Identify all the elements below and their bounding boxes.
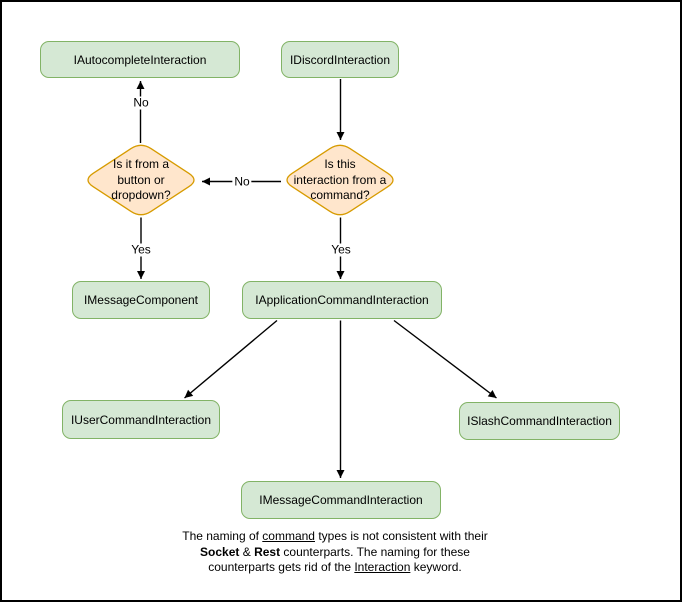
node-message-component: IMessageComponent (72, 281, 210, 319)
footer-line-3: counterparts gets rid of the Interaction… (0, 560, 670, 576)
edge-label-yes-right: Yes (329, 242, 353, 257)
footer-text: counterparts gets rid of the (208, 560, 355, 574)
footer-line-2: Socket & Rest counterparts. The naming f… (0, 545, 670, 561)
footer-bold-word: Socket (200, 544, 240, 559)
node-label: IUserCommandInteraction (70, 412, 212, 427)
decision-button-dropdown-shape (87, 144, 195, 216)
footer-text: The naming of (182, 529, 263, 543)
footer-underlined-word: command (262, 529, 315, 543)
node-autocomplete-interaction: IAutocompleteInteraction (40, 41, 240, 78)
node-label: IDiscordInteraction (289, 52, 391, 67)
footer-note: The naming of command types is not consi… (0, 529, 670, 576)
decision-button-dropdown-label: Is it from a button or dropdown? (86, 157, 196, 204)
footer-text: & (239, 544, 255, 559)
decision-line: interaction from a (293, 172, 387, 187)
node-user-command-interaction: IUserCommandInteraction (62, 400, 220, 439)
edge-label-no-mid: No (232, 174, 252, 189)
decision-line: command? (310, 188, 370, 202)
node-label: IAutocompleteInteraction (73, 52, 207, 67)
decision-line: Is it from a (112, 157, 169, 171)
node-label: IMessageComponent (83, 293, 199, 307)
footer-bold-word: Rest (254, 544, 281, 559)
node-application-command-interaction: IApplicationCommandInteraction (242, 281, 442, 319)
decision-from-command-shape (286, 144, 394, 216)
decision-line: Is this (324, 157, 356, 171)
node-message-command-interaction: IMessageCommandInteraction (241, 481, 441, 519)
edge-label-no-top: No (131, 95, 151, 110)
decision-line: dropdown? (111, 188, 171, 202)
edge-appcommand-to-slashcommand (393, 319, 497, 399)
footer-underlined-word: Interaction (354, 560, 411, 574)
footer-text: counterparts. The naming for these (280, 544, 470, 559)
node-label: IMessageCommandInteraction (259, 493, 423, 507)
node-slash-command-interaction: ISlashCommandInteraction (459, 402, 620, 440)
node-label: IApplicationCommandInteraction (255, 293, 429, 307)
footer-text: keyword. (410, 560, 462, 574)
edge-label-yes-left: Yes (129, 242, 153, 257)
decision-line: button or (117, 172, 165, 187)
node-label: ISlashCommandInteraction (467, 414, 612, 428)
edge-appcommand-to-usercommand (184, 319, 278, 399)
footer-line-1: The naming of command types is not consi… (0, 529, 670, 545)
node-discord-interaction: IDiscordInteraction (281, 41, 399, 78)
decision-from-command-label: Is this interaction from a command? (285, 157, 395, 204)
footer-text: types is not consistent with their (314, 529, 488, 543)
